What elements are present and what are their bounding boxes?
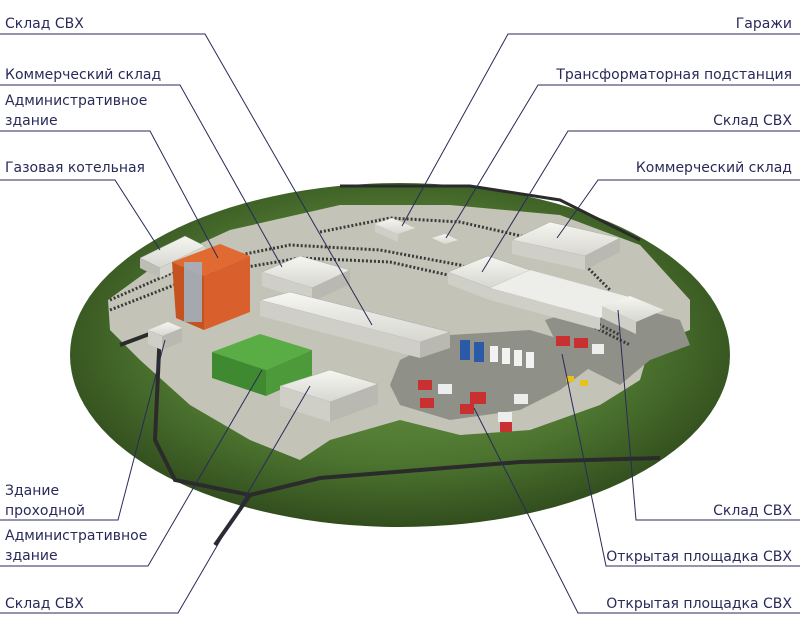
label-gatehouse-line1: Здание xyxy=(5,483,60,499)
leader-l-prohod xyxy=(0,339,166,521)
label-gatehouse: Здание проходной xyxy=(5,481,85,521)
container xyxy=(556,336,570,346)
commercial-left-side xyxy=(312,270,350,302)
container xyxy=(500,422,512,432)
svh-top-front xyxy=(375,224,398,242)
leader-r-kommerch xyxy=(556,179,800,239)
truck xyxy=(474,342,484,362)
gatehouse-roof xyxy=(148,322,182,336)
svh-right-roof xyxy=(602,296,664,322)
label-kommercheskiy-sklad-left: Коммерческий склад xyxy=(5,67,162,83)
container xyxy=(592,344,604,354)
container xyxy=(498,412,512,422)
container xyxy=(438,384,452,394)
label-sklad-svh-bottom-left: Склад СВХ xyxy=(5,596,84,612)
leader-l-admin-top xyxy=(0,130,219,259)
commercial-right-front xyxy=(512,240,585,270)
admin-green-side xyxy=(266,350,312,396)
container-yard-pavement xyxy=(390,330,600,420)
leader-r-sklad-svh-2 xyxy=(617,309,800,521)
label-admin-building-bottom-line1: Административное xyxy=(5,528,148,544)
gas-boiler-front xyxy=(140,258,160,278)
label-admin-building-bottom: Административное здание xyxy=(5,526,147,566)
label-gas-boiler: Газовая котельная xyxy=(5,160,145,176)
leader-l-sklad-svh-top xyxy=(0,33,373,326)
label-gatehouse-line2: проходной xyxy=(5,503,85,519)
containers-trucks xyxy=(418,336,604,432)
label-sklad-svh-right-2: Склад СВХ xyxy=(713,503,792,519)
label-open-area-svh-1: Открытая площадка СВХ xyxy=(606,549,792,565)
commercial-right-side xyxy=(585,238,620,270)
truck xyxy=(502,348,510,364)
admin-tower-glass xyxy=(184,262,202,322)
container xyxy=(574,338,588,348)
svh-long-side xyxy=(420,332,450,358)
label-sklad-svh-top: Склад СВХ xyxy=(5,16,84,32)
gatehouse-front xyxy=(148,330,162,350)
label-garages: Гаражи xyxy=(735,16,792,32)
leader-lines xyxy=(0,33,800,614)
container xyxy=(514,394,528,404)
svh-bl-side xyxy=(330,384,378,422)
svh-bl-front xyxy=(280,386,330,422)
garages-roof xyxy=(432,234,458,244)
svh-top-roof xyxy=(375,218,415,234)
truck xyxy=(526,352,534,368)
leader-l-gas xyxy=(0,179,161,251)
svh-long-front xyxy=(260,300,420,358)
leader-r-sklad-svh-1 xyxy=(481,130,800,273)
label-sklad-svh-right-1: Склад СВХ xyxy=(713,113,792,129)
north-road xyxy=(340,184,641,242)
forklift xyxy=(580,380,588,386)
label-admin-building-top-line2: здание xyxy=(5,113,58,129)
buildings xyxy=(139,218,664,422)
admin-green-front xyxy=(212,352,266,396)
leader-l-admin-bottom xyxy=(0,369,263,567)
container xyxy=(470,392,486,404)
label-open-area-svh-2: Открытая площадка СВХ xyxy=(606,596,792,612)
svh-rc-front xyxy=(448,272,600,330)
label-admin-building-bottom-line2: здание xyxy=(5,548,58,564)
leader-l-kommerch xyxy=(0,84,283,268)
container xyxy=(418,380,432,390)
admin-green-roof xyxy=(212,334,312,370)
label-admin-building-top-line1: Административное xyxy=(5,93,148,109)
forklift xyxy=(566,376,574,382)
admin-tower-side xyxy=(204,256,250,330)
gatehouse-side xyxy=(162,328,182,350)
rail-track-3 xyxy=(319,216,612,292)
leader-l-sklad-svh-bl xyxy=(0,385,311,614)
label-admin-building-top: Административное здание xyxy=(5,91,147,131)
leader-r-open-2 xyxy=(473,407,800,614)
label-transformer-substation: Трансформаторная подстанция xyxy=(556,67,792,83)
truck xyxy=(460,340,470,360)
leader-r-garazhi xyxy=(401,33,800,227)
label-kommercheskiy-sklad-right: Коммерческий склад xyxy=(635,160,792,176)
truck xyxy=(514,350,522,366)
leader-r-open-1 xyxy=(561,353,800,567)
container xyxy=(460,404,474,414)
leader-r-transform xyxy=(445,84,800,239)
container xyxy=(420,398,434,408)
truck xyxy=(490,346,498,362)
